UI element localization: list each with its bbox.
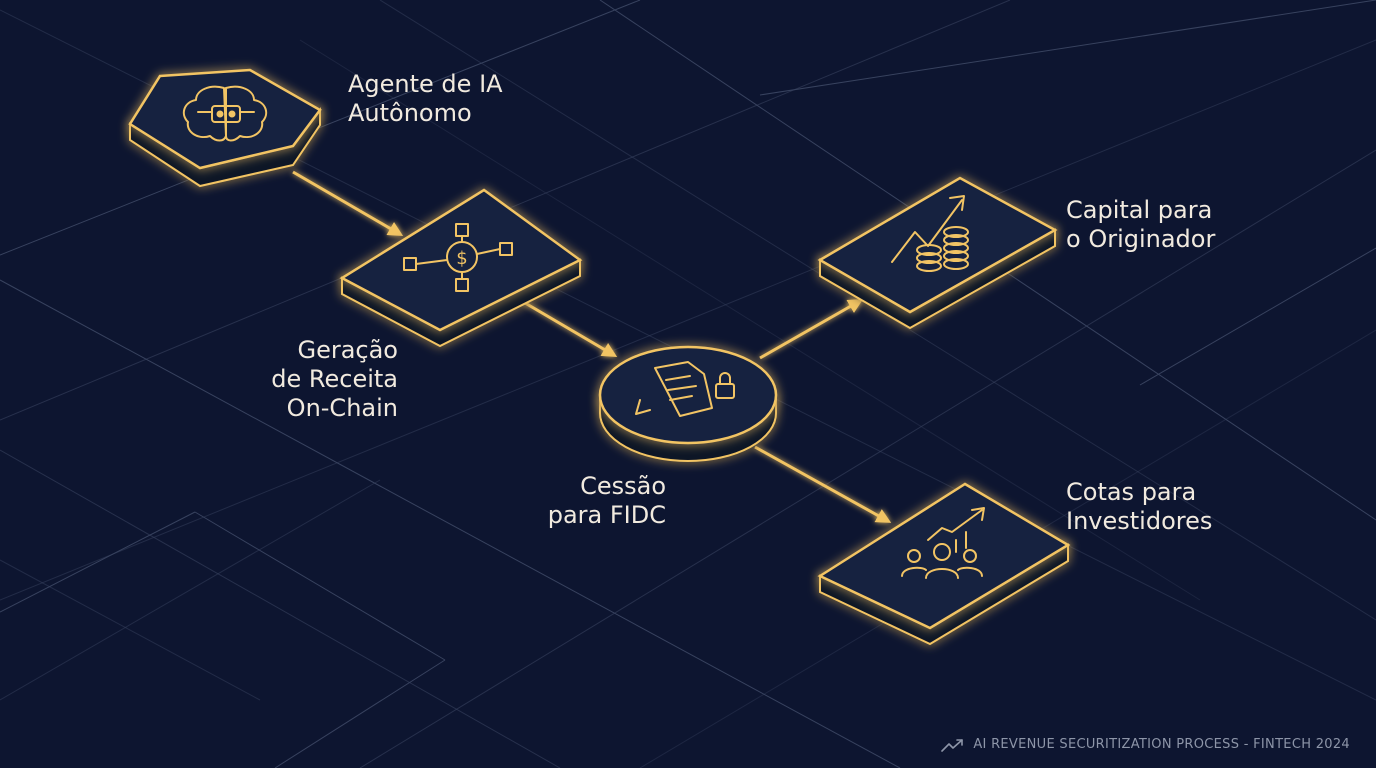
flow-connectors <box>292 170 892 523</box>
label-fidc-line-1: Cessão <box>580 472 666 500</box>
label-revenue: Geração de Receita On-Chain <box>250 336 398 423</box>
footer-caption: AI REVENUE SECURITIZATION PROCESS - FINT… <box>941 737 1350 752</box>
label-investors: Cotas para Investidores <box>1066 478 1212 536</box>
label-revenue-line-2: de Receita <box>271 365 398 393</box>
node-revenue-top <box>339 188 583 332</box>
label-ai-agent-line-2: Autônomo <box>348 99 472 127</box>
edge-fidc-to-capital <box>759 299 864 360</box>
label-revenue-line-3: On-Chain <box>286 394 398 422</box>
label-revenue-line-1: Geração <box>297 336 398 364</box>
edge-revenue-to-fidc <box>519 298 618 358</box>
node-capital <box>817 176 1058 330</box>
label-investors-line-1: Cotas para <box>1066 478 1197 506</box>
investors-group-icon <box>901 507 985 579</box>
footer-text: AI REVENUE SECURITIZATION PROCESS - FINT… <box>973 737 1350 752</box>
node-capital-top <box>817 176 1058 314</box>
growth-coins-icon <box>891 195 969 272</box>
edge-ai-agent-to-revenue <box>292 170 404 237</box>
node-revenue: $ <box>339 188 583 348</box>
edge-fidc-to-investors <box>754 445 892 523</box>
node-investors-top <box>817 482 1071 630</box>
label-fidc-line-2: para FIDC <box>547 501 666 529</box>
trend-line-icon <box>941 738 964 752</box>
label-fidc: Cessão para FIDC <box>510 472 666 530</box>
document-lock-icon <box>635 361 735 417</box>
dollar-network-icon: $ <box>403 223 513 292</box>
brain-circuit-icon <box>182 85 268 142</box>
node-fidc <box>598 345 778 462</box>
node-fidc-top <box>598 345 778 445</box>
svg-text:$: $ <box>456 248 467 269</box>
label-capital-line-1: Capital para <box>1066 196 1213 224</box>
label-capital: Capital para o Originador <box>1066 196 1215 254</box>
label-investors-line-2: Investidores <box>1066 507 1213 535</box>
node-investors <box>817 482 1071 646</box>
label-capital-line-2: o Originador <box>1066 225 1216 253</box>
node-ai-agent <box>128 68 322 188</box>
label-ai-agent-line-1: Agente de IA <box>348 70 503 98</box>
label-ai-agent: Agente de IA Autônomo <box>348 70 503 128</box>
